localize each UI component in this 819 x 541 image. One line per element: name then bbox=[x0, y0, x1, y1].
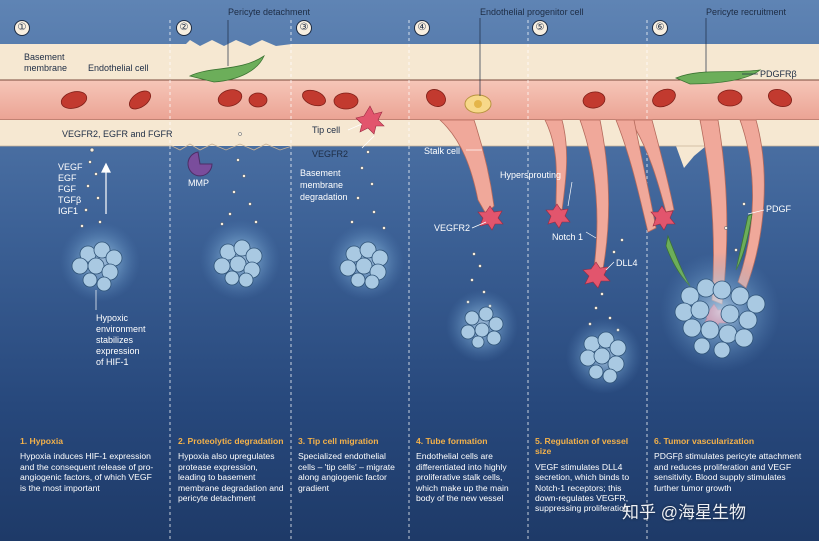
label-stalk-cell: Stalk cell bbox=[424, 146, 461, 156]
caption-title: 1. Hypoxia bbox=[20, 436, 63, 446]
label-hypoxic-2: environment bbox=[96, 324, 146, 334]
red-blood-cells bbox=[60, 88, 793, 110]
caption-title: 2. Proteolytic degradation bbox=[178, 436, 284, 446]
leader-lines bbox=[227, 18, 758, 96]
label-hypoxic-1: Hypoxic bbox=[96, 313, 129, 323]
label-endothelial-cell: Endothelial cell bbox=[88, 63, 149, 73]
label-membrane: membrane bbox=[24, 63, 68, 73]
label-hypoxic-3: stabilizes bbox=[96, 335, 134, 345]
label-egf: EGF bbox=[58, 173, 77, 183]
caption-body: VEGF stimulates DLL4 secretion, which bi… bbox=[535, 461, 630, 514]
panel-number-4: ④ bbox=[414, 20, 430, 36]
label-hypoxic-4: expression bbox=[96, 346, 140, 356]
caption-body: PDGFβ stimulates pericyte attachment and… bbox=[654, 451, 802, 493]
label-basement: Basement bbox=[24, 52, 65, 62]
label-bm-degradation-3: degradation bbox=[300, 192, 348, 202]
label-bm-degradation-1: Basement bbox=[300, 168, 341, 178]
label-vegf: VEGF bbox=[58, 162, 83, 172]
label-bm-degradation-2: membrane bbox=[300, 180, 344, 190]
panel-number-1: ① bbox=[14, 20, 30, 36]
caption-panel-5: 5. Regulation of vessel size VEGF stimul… bbox=[535, 436, 643, 514]
caption-title: 5. Regulation of vessel size bbox=[535, 436, 629, 457]
label-notch1: Notch 1 bbox=[552, 232, 584, 242]
label-fgf: FGF bbox=[58, 184, 76, 194]
label-tgfb: TGFβ bbox=[58, 195, 82, 205]
caption-panel-2: 2. Proteolytic degradation Hypoxia also … bbox=[178, 436, 286, 503]
caption-body: Hypoxia induces HIF-1 expression and the… bbox=[20, 451, 154, 493]
sprouts bbox=[438, 119, 765, 305]
caption-title: 4. Tube formation bbox=[416, 436, 488, 446]
label-pdgfrb: PDGFRβ bbox=[760, 69, 797, 79]
label-vegfr2-panel3: VEGFR2 bbox=[312, 149, 349, 159]
label-endothelial-progenitor: Endothelial progenitor cell bbox=[480, 7, 584, 17]
caption-body: Endothelial cells are differentiated int… bbox=[416, 451, 509, 504]
growth-factor-dots bbox=[80, 132, 746, 332]
secretion-arrow bbox=[101, 162, 111, 214]
caption-panel-6: 6. Tumor vascularization PDGFβ stimulate… bbox=[654, 436, 812, 493]
label-dll4: DLL4 bbox=[616, 258, 638, 268]
watermark: 知乎 @海星生物 bbox=[622, 503, 746, 522]
label-tip-cell: Tip cell bbox=[312, 125, 341, 135]
label-mmp: MMP bbox=[188, 178, 209, 188]
panel-number-5: ⑤ bbox=[532, 20, 548, 36]
label-pericyte-detachment: Pericyte detachment bbox=[228, 7, 311, 17]
lower-basement-membrane bbox=[0, 120, 819, 168]
panel-number-2: ② bbox=[176, 20, 192, 36]
caption-title: 6. Tumor vascularization bbox=[654, 436, 755, 446]
label-hypoxic-5: of HIF-1 bbox=[96, 357, 129, 367]
panel-number-3: ③ bbox=[296, 20, 312, 36]
label-vegfr2-panel4: VEGFR2 bbox=[434, 223, 471, 233]
caption-title: 3. Tip cell migration bbox=[298, 436, 379, 446]
label-pericyte-recruitment: Pericyte recruitment bbox=[706, 7, 787, 17]
caption-panel-1: 1. Hypoxia Hypoxia induces HIF-1 express… bbox=[20, 436, 160, 493]
label-receptors: VEGFR2, EGFR and FGFR bbox=[62, 129, 173, 139]
panel-dividers bbox=[169, 20, 648, 541]
caption-body: Specialized endothelial cells – 'tip cel… bbox=[298, 451, 395, 493]
mmp-enzyme bbox=[187, 151, 213, 177]
upper-basement-membrane bbox=[0, 40, 819, 80]
caption-body: Hypoxia also upregulates protease expres… bbox=[178, 451, 284, 504]
label-pdgf: PDGF bbox=[766, 204, 792, 214]
label-igf1: IGF1 bbox=[58, 206, 79, 216]
caption-panel-4: 4. Tube formation Endothelial cells are … bbox=[416, 436, 522, 503]
tumor-clusters bbox=[71, 239, 766, 384]
caption-panel-3: 3. Tip cell migration Specialized endoth… bbox=[298, 436, 404, 493]
label-hypersprouting: Hypersprouting bbox=[500, 170, 562, 180]
panel-number-6: ⑥ bbox=[652, 20, 668, 36]
